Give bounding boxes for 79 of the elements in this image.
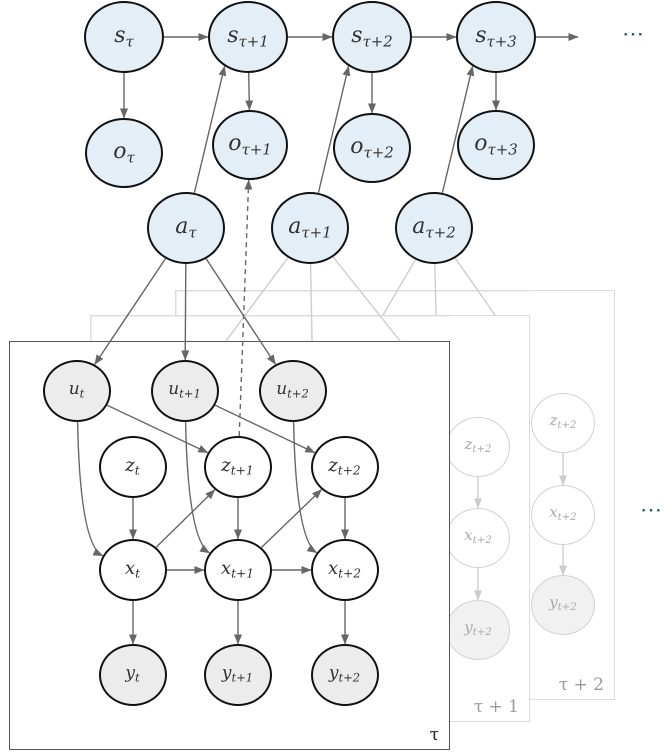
- ellipsis-text: ⋯: [622, 24, 644, 46]
- arrow: [184, 422, 210, 554]
- line: [454, 258, 496, 316]
- node-label: y$_{t+2}$: [464, 620, 492, 639]
- plate-frame: [450, 315, 530, 722]
- arrow: [341, 601, 349, 644]
- node-label: z$_{t+2}$: [549, 413, 577, 432]
- arrow: [129, 601, 137, 644]
- node-label: y$_{t+2}$: [328, 664, 360, 684]
- arrow: [234, 498, 242, 540]
- line: [332, 256, 401, 342]
- arrow: [234, 601, 242, 644]
- node-label: x$_{t+2}$: [549, 505, 577, 524]
- arrow: [341, 498, 349, 540]
- arrow: [156, 489, 216, 548]
- arrow: [167, 566, 204, 574]
- node-label: o$_{τ+3}$: [474, 132, 518, 158]
- node-label: s$_{τ}$: [114, 24, 134, 50]
- line: [225, 257, 288, 342]
- node-label: u$_{t+1}$: [168, 380, 201, 400]
- line: [310, 264, 313, 342]
- node-label: y$_{t+2}$: [549, 595, 577, 614]
- arrow: [164, 33, 208, 41]
- arrow: [206, 258, 276, 365]
- arrow: [288, 33, 332, 41]
- arrow: [94, 258, 166, 365]
- ellipsis-text: ⋯: [640, 500, 662, 522]
- arrow: [194, 66, 226, 193]
- plate-frame: [530, 290, 615, 700]
- arrow: [214, 404, 316, 454]
- node-label: u$_{t}$: [68, 380, 84, 400]
- node-label: o$_{τ}$: [113, 140, 135, 166]
- node-label: x$_{t+2}$: [328, 560, 362, 580]
- arrow: [120, 73, 128, 118]
- arrow: [272, 566, 312, 574]
- arrow: [318, 66, 350, 193]
- arrow: [181, 264, 190, 360]
- node-label: z$_{t+1}$: [221, 456, 254, 476]
- node-label: x$_{t}$: [124, 560, 140, 580]
- node-label: s$_{τ+1}$: [227, 24, 269, 50]
- arrow: [559, 453, 567, 486]
- node-label: z$_{t+2}$: [464, 437, 492, 456]
- plate-label: τ: [430, 725, 439, 745]
- node-label: a$_{τ+1}$: [288, 216, 332, 240]
- node-label: z$_{t+2}$: [328, 456, 361, 476]
- arrow: [474, 477, 482, 508]
- arrow: [260, 489, 322, 548]
- node-label: z$_{t}$: [125, 456, 140, 476]
- arrow: [292, 422, 318, 554]
- dashed-arrow: [238, 180, 252, 436]
- node-label: u$_{t+2}$: [276, 380, 309, 400]
- plate-label: τ + 1: [474, 697, 519, 717]
- node-label: o$_{τ+1}$: [228, 132, 272, 158]
- plate-label: τ + 2: [558, 675, 604, 695]
- arrow: [559, 545, 567, 576]
- arrow: [412, 33, 456, 41]
- node-label: y$_{t}$: [125, 664, 140, 684]
- arrow: [106, 404, 208, 454]
- line: [382, 259, 416, 316]
- node-label: s$_{τ+2}$: [351, 24, 393, 50]
- node-label: y$_{t+1}$: [222, 664, 254, 684]
- arrow: [76, 422, 104, 556]
- arrow: [492, 73, 500, 110]
- arrow: [368, 73, 376, 114]
- latent-node: [204, 538, 272, 600]
- latent-node: [98, 538, 166, 600]
- node-label: a$_{τ}$: [175, 216, 197, 240]
- arrow: [536, 33, 578, 41]
- node-label: x$_{t+1}$: [220, 560, 254, 580]
- line: [434, 264, 437, 316]
- arrow: [245, 72, 254, 110]
- arrow: [442, 66, 474, 193]
- plate-frame: [9, 341, 450, 750]
- arrow: [129, 498, 137, 540]
- node-label: o$_{τ+2}$: [350, 136, 394, 160]
- node-label: a$_{τ+2}$: [412, 216, 456, 240]
- node-label: s$_{τ+3}$: [475, 24, 517, 50]
- node-label: x$_{t+2}$: [464, 528, 492, 547]
- arrow: [474, 568, 482, 600]
